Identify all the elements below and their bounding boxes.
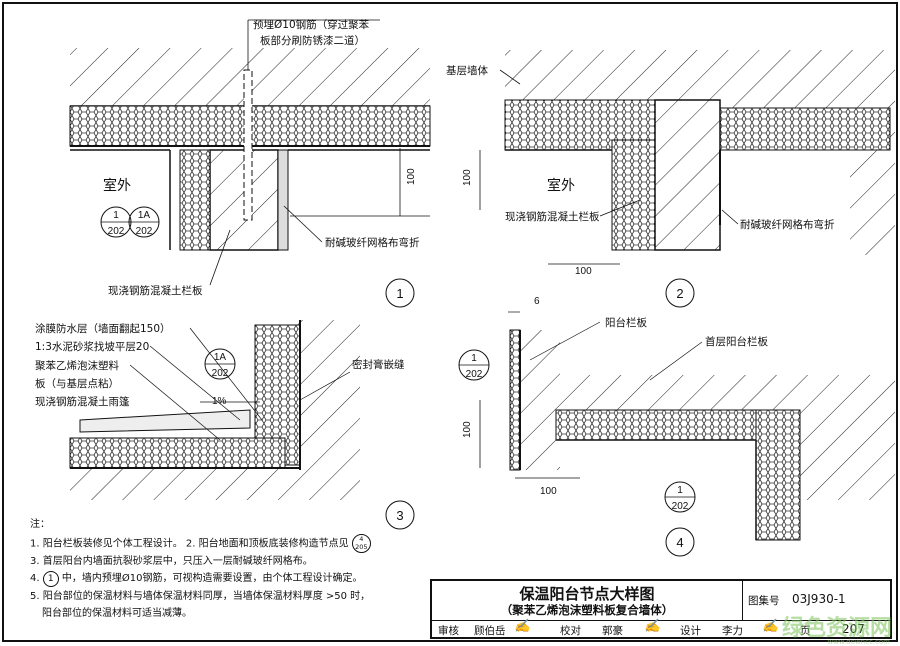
page-number: 207 [842, 622, 865, 636]
ref-b-page: 202 [136, 226, 153, 237]
review-label: 审核 [438, 625, 459, 637]
check-label: 校对 [560, 625, 581, 637]
ref-4b-page: 202 [672, 501, 689, 512]
mesh-note-2: 耐碱玻纤网格布弯折 [740, 218, 835, 231]
ref-4b-num: 1 [677, 485, 683, 496]
note-1-text: 1. 阳台栏板装修见个体工程设计。 2. 阳台地面和顶板底装修构造节点见 [30, 538, 349, 549]
review-name: 顾伯岳 [474, 625, 506, 637]
design-label: 设计 [680, 625, 701, 637]
base-wall-label: 基层墙体 [446, 64, 488, 77]
notes-block: 注： 1. 阳台栏板装修见个体工程设计。 2. 阳台地面和顶板底装修构造节点见 … [30, 516, 420, 623]
room-label: 室外 [103, 177, 131, 194]
design-name: 李力 [722, 625, 743, 637]
dim-h-4: 100 [540, 486, 557, 497]
rebar-note-line1: 预埋Ø10钢筋（穿过聚苯 [253, 18, 370, 31]
detail-1: 预埋Ø10钢筋（穿过聚苯 板部分刷防锈漆二道） 室外 100 1 202 1A … [69, 18, 431, 308]
dim-top-4: 6 [534, 296, 540, 307]
detail-number-3: 3 [396, 508, 403, 523]
detail-2: 基层墙体 室外 100 现浇钢筋混凝土栏板 耐碱玻纤网格布弯折 100 2 [446, 50, 895, 308]
detail-4: 6 阳台栏板 1 202 首层阳台栏板 100 100 1 202 4 [458, 296, 895, 557]
note-4-text: 中，墙内预埋Ø10钢筋，可视构造需要设置，由个体工程设计确定。 [61, 573, 363, 584]
ref-a-page: 202 [108, 226, 125, 237]
dim-v-4: 100 [462, 421, 473, 438]
parapet-label: 阳台栏板 [605, 316, 647, 329]
detail-3: 涂膜防水层（墙面翻起150） 1:3水泥砂浆找坡平层20 聚苯乙烯泡沫塑料 板（… [35, 320, 415, 530]
check-signature: ✍ [644, 619, 661, 634]
watermark: 绿色资源网 [781, 616, 892, 641]
note-5b: 阳台部位的保温材料可适当减薄。 [42, 608, 192, 619]
rebar-note-line2: 板部分刷防锈漆二道） [260, 34, 365, 47]
note-1: 1. 阳台栏板装修见个体工程设计。 2. 阳台地面和顶板底装修构造节点见 4 2… [30, 533, 420, 553]
ref-3-page: 202 [212, 368, 229, 379]
slope-label: 1% [212, 396, 227, 407]
watermark-url: www.downcc.com [827, 638, 890, 646]
title-block: 保温阳台节点大样图 （聚苯乙烯泡沫塑料板复合墙体） 图集号 03J930-1 审… [430, 579, 892, 639]
check-name: 郭豪 [602, 625, 623, 637]
note-5a: 5. 阳台部位的保温材料与墙体保温材料同厚，当墙体保温材料厚度 >50 时， [30, 590, 371, 602]
ref-4-page: 202 [466, 369, 483, 380]
note-4: 4. 1 中，墙内预埋Ø10钢筋，可视构造需要设置，由个体工程设计确定。 [30, 570, 420, 588]
note-1-ref: 4 205 [351, 533, 371, 553]
layer-3: 聚苯乙烯泡沫塑料 [35, 359, 119, 372]
detail-number-2: 2 [676, 286, 683, 301]
layer-2: 1:3水泥砂浆找坡平层20 [35, 340, 149, 353]
dim-v-2: 100 [462, 169, 473, 186]
drawing-subtitle: （聚苯乙烯泡沫塑料板复合墙体） [500, 603, 674, 617]
drawing-title: 保温阳台节点大样图 [519, 585, 655, 603]
slab-note-2: 现浇钢筋混凝土栏板 [505, 210, 600, 223]
atlas-number: 03J930-1 [792, 592, 846, 606]
note-1-ref-page: 205 [355, 542, 368, 551]
design-signature: ✍ [762, 619, 779, 634]
page-label: 页 [800, 625, 811, 637]
layer-1: 涂膜防水层（墙面翻起150） [35, 322, 171, 335]
first-floor-label: 首层阳台栏板 [705, 335, 768, 348]
slab-note: 现浇钢筋混凝土栏板 [108, 284, 203, 297]
note-4-ref: 1 [42, 571, 59, 587]
notes-heading: 注： [30, 519, 50, 530]
ref-3-num: 1A [214, 352, 227, 363]
layer-5: 现浇钢筋混凝土雨篷 [35, 395, 130, 408]
divider-h [432, 620, 890, 621]
sealant-note: 密封膏嵌缝 [352, 358, 405, 371]
ref-b-num: 1A [138, 210, 151, 221]
dim-100: 100 [406, 168, 417, 185]
dim-h-2: 100 [575, 266, 592, 277]
ref-a-num: 1 [113, 210, 119, 221]
detail-number-4: 4 [676, 535, 683, 550]
detail-number-1: 1 [396, 286, 403, 301]
atlas-label: 图集号 [748, 595, 780, 607]
note-3: 3. 首层阳台内墙面抗裂砂浆层中，只压入一层耐碱玻纤网格布。 [30, 555, 313, 567]
mesh-note: 耐碱玻纤网格布弯折 [325, 236, 420, 249]
layer-4: 板（与基层点粘） [35, 377, 119, 390]
ref-4-num: 1 [471, 353, 477, 364]
divider [742, 581, 743, 620]
room-label-2: 室外 [547, 177, 575, 194]
review-signature: ✍ [514, 619, 531, 634]
note-4-prefix: 4. [30, 573, 40, 584]
note-1-ref-num: 4 [359, 534, 364, 543]
